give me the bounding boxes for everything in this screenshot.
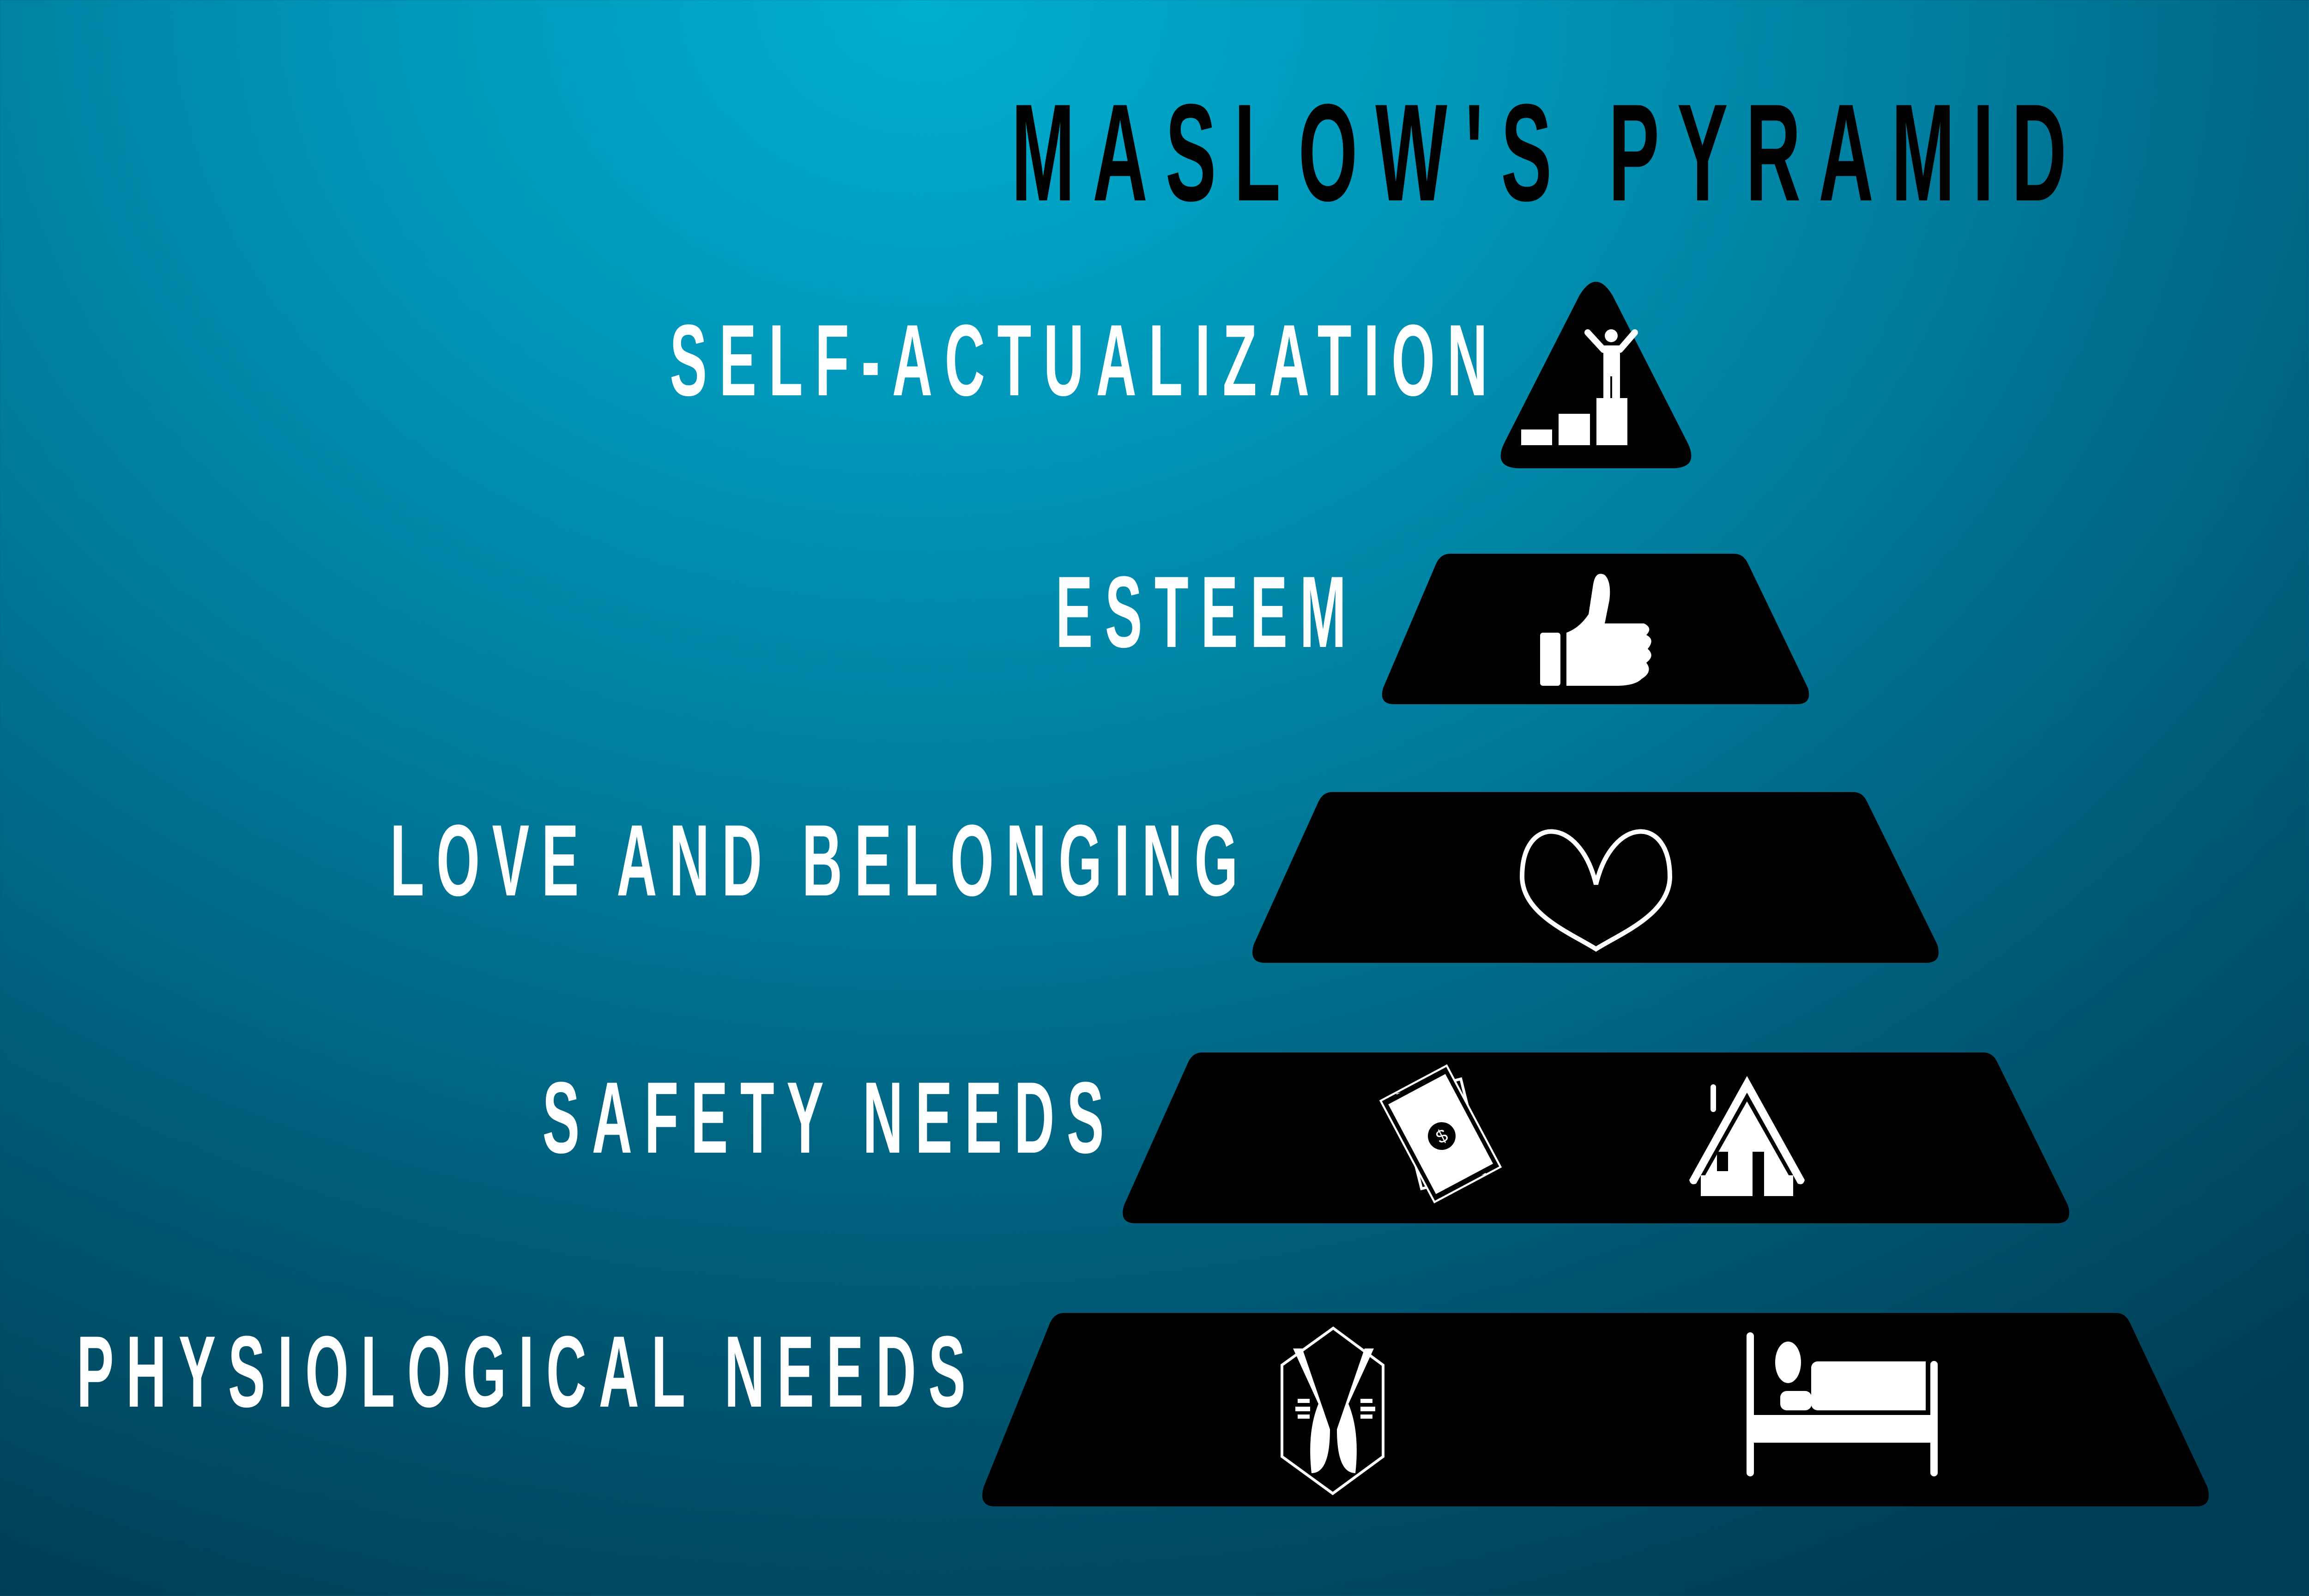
tier-safety xyxy=(1123,1052,2069,1223)
tier-physiological xyxy=(982,1313,2209,1506)
heart-icon xyxy=(1519,829,1673,952)
tier-self-actualization xyxy=(1500,282,1692,468)
money-icon: $ xyxy=(1379,1064,1502,1203)
tier-label-self-actualization: SELF-ACTUALIZATION xyxy=(669,303,1499,417)
tier-label-love-belonging: LOVE AND BELONGING xyxy=(390,804,1250,917)
thumbs-up-icon xyxy=(1540,574,1651,686)
bed-icon xyxy=(1747,1332,1938,1476)
house-icon xyxy=(1689,1076,1805,1196)
crossed-forks-icon xyxy=(1281,1326,1384,1495)
tier-label-esteem: ESTEEM xyxy=(1056,555,1359,669)
tier-label-physiological: PHYSIOLOGICAL NEEDS xyxy=(76,1315,978,1428)
tier-label-safety: SAFETY NEEDS xyxy=(542,1061,1116,1174)
person-on-podium-icon xyxy=(1521,329,1638,445)
